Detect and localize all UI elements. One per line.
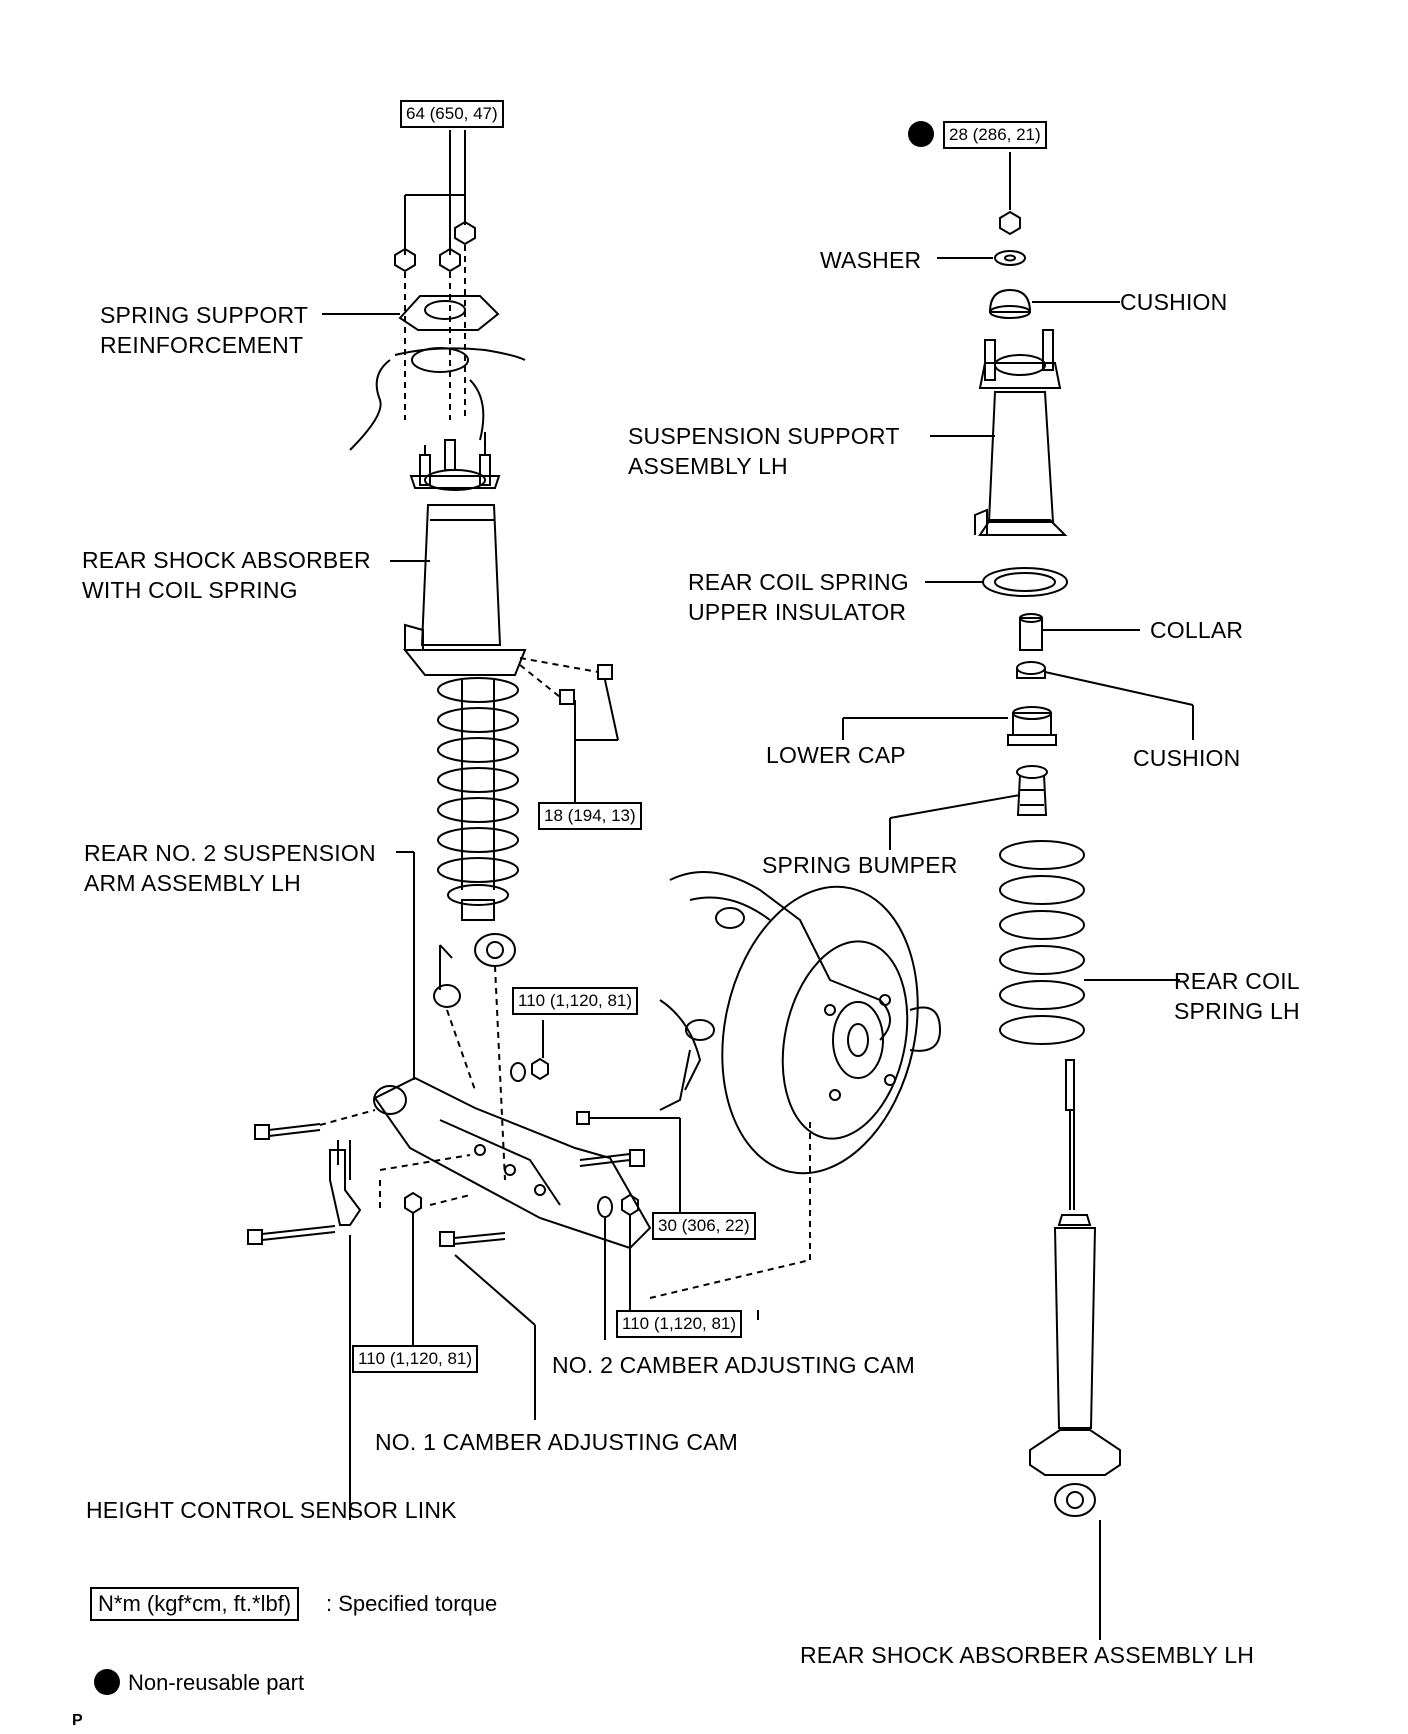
label-cushion-top: CUSHION — [1120, 289, 1228, 315]
torque-cam-nut-right: 110 (1,120, 81) — [616, 1310, 743, 1338]
label-suspension-support-2: ASSEMBLY LH — [628, 453, 788, 479]
label-spring-support: SPRING SUPPORT — [100, 302, 309, 328]
legend-torque-desc: : Specified torque — [326, 1591, 498, 1616]
label-lower-cap: LOWER CAP — [766, 742, 906, 768]
torque-bracket-bolts: 18 (194, 13) — [538, 802, 642, 830]
label-cushion-lower: CUSHION — [1133, 745, 1241, 771]
label-rear-no2-arm-1: REAR NO. 2 SUSPENSION — [84, 840, 376, 866]
label-height-sensor-link: HEIGHT CONTROL SENSOR LINK — [86, 1497, 457, 1523]
torque-stabilizer-nut: 110 (1,120, 81) — [512, 987, 639, 1015]
legend-non-reusable-text: Non-reusable part — [128, 1670, 305, 1695]
label-rear-shock-assembly: REAR SHOCK ABSORBER ASSEMBLY LH — [800, 1642, 1255, 1668]
label-collar: COLLAR — [1150, 617, 1244, 643]
label-spring-bumper: SPRING BUMPER — [762, 852, 958, 878]
label-rear-coil-spring-2: SPRING LH — [1174, 998, 1300, 1024]
torque-spring-support-nuts: 64 (650, 47) — [400, 100, 504, 128]
label-rear-shock-with-coil-1: REAR SHOCK ABSORBER — [82, 547, 371, 573]
label-rear-coil-spring-1: REAR COIL — [1174, 968, 1300, 994]
label-no2-camber-cam: NO. 2 CAMBER ADJUSTING CAM — [552, 1352, 916, 1378]
label-no1-camber-cam: NO. 1 CAMBER ADJUSTING CAM — [375, 1429, 739, 1455]
footer-mark: P — [72, 1712, 83, 1729]
torque-top-nut: 28 (286, 21) — [943, 121, 1047, 149]
torque-cam-nut-left: 110 (1,120, 81) — [352, 1345, 479, 1373]
label-upper-insulator-2: UPPER INSULATOR — [688, 599, 907, 625]
label-rear-shock-with-coil-2: WITH COIL SPRING — [82, 577, 298, 603]
label-suspension-support-1: SUSPENSION SUPPORT — [628, 423, 900, 449]
label-reinforcement: REINFORCEMENT — [100, 332, 304, 358]
non-reusable-marker-top — [908, 121, 934, 147]
legend-non-reusable-icon — [94, 1669, 120, 1695]
label-rear-no2-arm-2: ARM ASSEMBLY LH — [84, 870, 301, 896]
legend-torque-unit: N*m (kgf*cm, ft.*lbf) — [90, 1587, 300, 1621]
torque-arm-bolt: 30 (306, 22) — [652, 1212, 756, 1240]
label-upper-insulator-1: REAR COIL SPRING — [688, 569, 909, 595]
label-washer: WASHER — [820, 247, 922, 273]
